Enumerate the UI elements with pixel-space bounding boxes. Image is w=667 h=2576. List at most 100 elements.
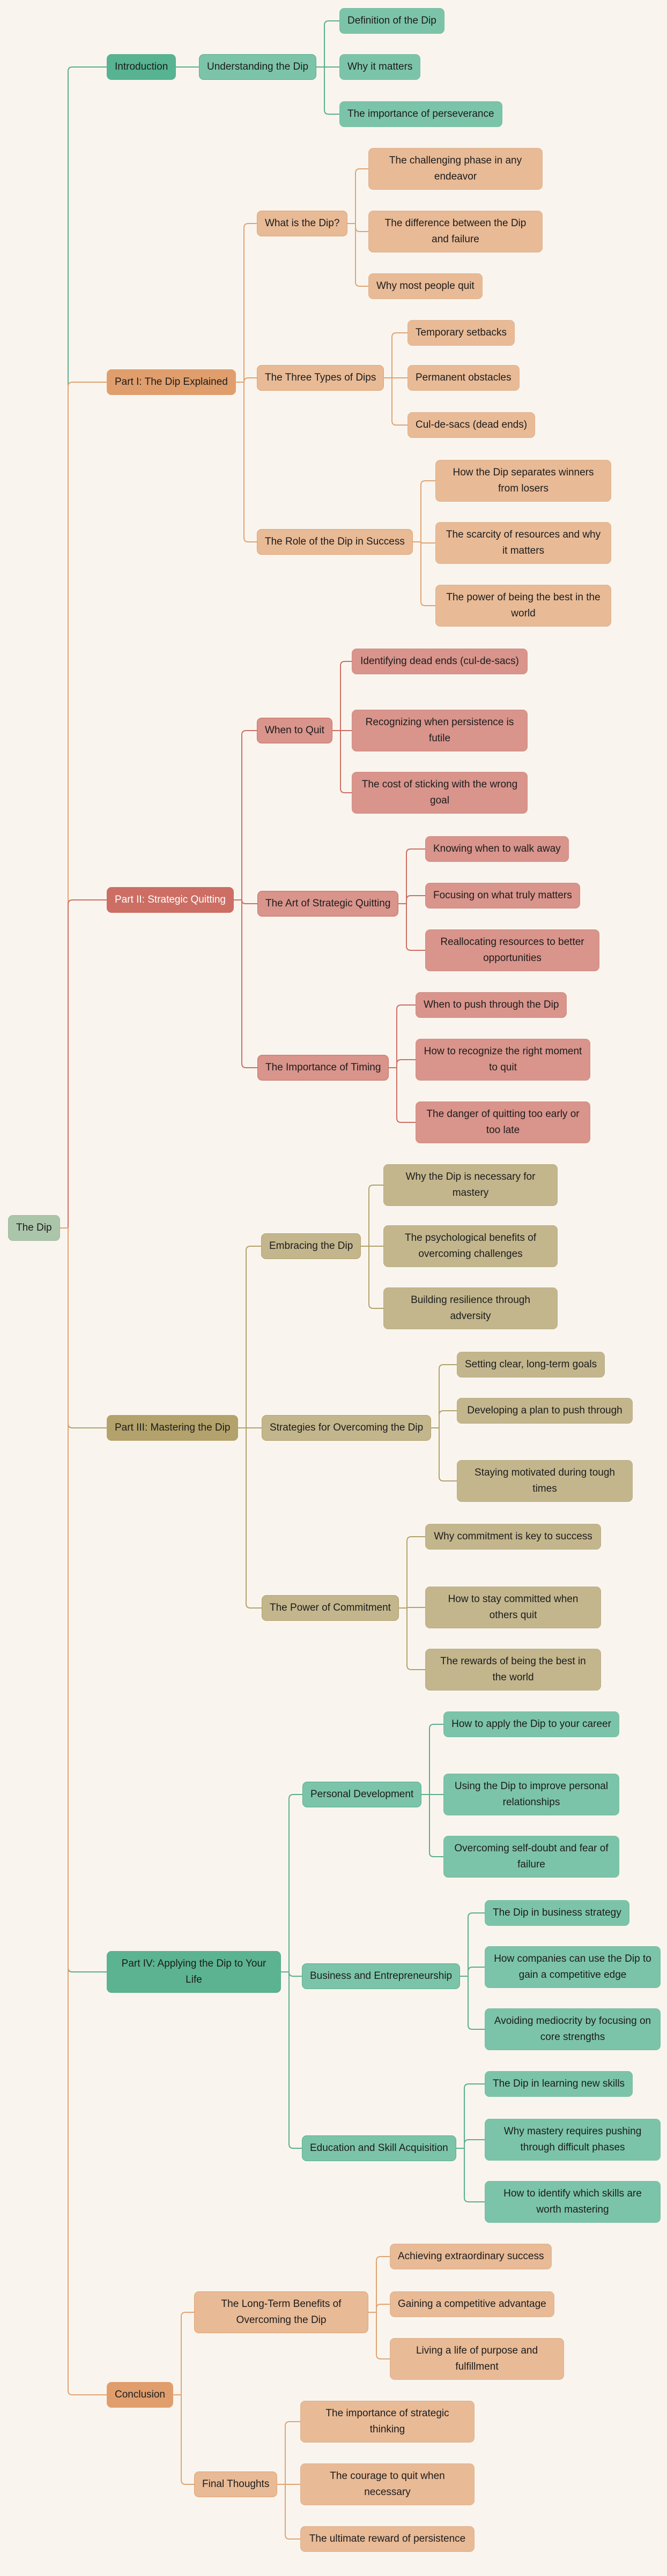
connector-line xyxy=(347,168,368,224)
connector-line xyxy=(431,1364,457,1428)
connector-line xyxy=(281,1971,302,2149)
node-understanding-the-dip[interactable]: Understanding the Dip xyxy=(199,54,317,80)
node-the-power-of-being-the-best-in-the-world[interactable]: The power of being the best in the world xyxy=(435,585,611,627)
node-why-the-dip-is-necessary-for-mastery[interactable]: Why the Dip is necessary for mastery xyxy=(383,1164,558,1206)
node-developing-a-plan-to-push-through[interactable]: Developing a plan to push through xyxy=(457,1398,633,1424)
node-setting-clear-long-term-goals[interactable]: Setting clear, long-term goals xyxy=(457,1352,605,1378)
node-identifying-dead-ends-cul-de-sacs[interactable]: Identifying dead ends (cul-de-sacs) xyxy=(352,649,528,674)
node-the-three-types-of-dips[interactable]: The Three Types of Dips xyxy=(257,365,384,391)
node-permanent-obstacles[interactable]: Permanent obstacles xyxy=(407,365,520,391)
node-the-dip-in-business-strategy[interactable]: The Dip in business strategy xyxy=(485,1900,629,1926)
node-the-scarcity-of-resources-and-why-it-matters[interactable]: The scarcity of resources and why it mat… xyxy=(435,522,611,564)
node-what-is-the-dip[interactable]: What is the Dip? xyxy=(257,211,348,236)
node-final-thoughts[interactable]: Final Thoughts xyxy=(194,2471,278,2497)
connector-line xyxy=(60,1227,107,1972)
connector-line xyxy=(398,903,425,951)
connector-line xyxy=(347,223,368,232)
node-the-cost-of-sticking-with-the-wrong-goal[interactable]: The cost of sticking with the wrong goal xyxy=(352,772,528,814)
node-the-psychological-benefits-of-overcoming-challenges[interactable]: The psychological benefits of overcoming… xyxy=(383,1225,558,1267)
node-when-to-push-through-the-dip[interactable]: When to push through the Dip xyxy=(416,992,567,1018)
connector-line xyxy=(60,899,107,1229)
connector-line xyxy=(389,1067,416,1123)
node-part-ii-strategic-quitting[interactable]: Part II: Strategic Quitting xyxy=(107,887,234,913)
node-staying-motivated-during-tough-times[interactable]: Staying motivated during tough times xyxy=(457,1460,633,1502)
connector-line xyxy=(236,382,257,542)
node-overcoming-self-doubt-and-fear-of-failure[interactable]: Overcoming self-doubt and fear of failur… xyxy=(443,1836,619,1878)
node-strategies-for-overcoming-the-dip[interactable]: Strategies for Overcoming the Dip xyxy=(262,1415,432,1441)
connector-line xyxy=(316,66,339,115)
node-gaining-a-competitive-advantage[interactable]: Gaining a competitive advantage xyxy=(390,2291,554,2317)
connector-line xyxy=(384,332,407,378)
node-recognizing-when-persistence-is-futile[interactable]: Recognizing when persistence is futile xyxy=(352,710,528,751)
node-avoiding-mediocrity-by-focusing-on-core-strengths[interactable]: Avoiding mediocrity by focusing on core … xyxy=(485,2008,661,2050)
node-how-to-stay-committed-when-others-quit[interactable]: How to stay committed when others quit xyxy=(425,1587,601,1628)
connector-line xyxy=(347,223,368,287)
node-why-most-people-quit[interactable]: Why most people quit xyxy=(368,273,483,299)
node-the-role-of-the-dip-in-success[interactable]: The Role of the Dip in Success xyxy=(257,529,413,555)
connector-line xyxy=(398,848,425,904)
node-focusing-on-what-truly-matters[interactable]: Focusing on what truly matters xyxy=(425,883,580,909)
node-reallocating-resources-to-better-opportunities[interactable]: Reallocating resources to better opportu… xyxy=(425,929,599,971)
node-why-it-matters[interactable]: Why it matters xyxy=(339,54,421,80)
node-education-and-skill-acquisition[interactable]: Education and Skill Acquisition xyxy=(302,2135,456,2161)
node-the-dip-in-learning-new-skills[interactable]: The Dip in learning new skills xyxy=(485,2071,633,2097)
node-the-long-term-benefits-of-overcoming-the-dip[interactable]: The Long-Term Benefits of Overcoming the… xyxy=(194,2291,368,2333)
node-part-i-the-dip-explained[interactable]: Part I: The Dip Explained xyxy=(107,369,236,395)
node-the-dip[interactable]: The Dip xyxy=(8,1215,60,1241)
connector-line xyxy=(281,1971,302,1977)
node-the-rewards-of-being-the-best-in-the-world[interactable]: The rewards of being the best in the wor… xyxy=(425,1649,601,1691)
node-the-power-of-commitment[interactable]: The Power of Commitment xyxy=(262,1595,399,1621)
connector-line xyxy=(399,1536,425,1609)
connector-line xyxy=(238,1427,262,1609)
connector-line xyxy=(236,223,257,383)
node-the-challenging-phase-in-any-endeavor[interactable]: The challenging phase in any endeavor xyxy=(368,148,543,190)
connector-line xyxy=(431,1410,457,1428)
node-part-iv-applying-the-dip-to-your-life[interactable]: Part IV: Applying the Dip to Your Life xyxy=(107,1951,281,1993)
node-the-danger-of-quitting-too-early-or-too-late[interactable]: The danger of quitting too early or too … xyxy=(416,1101,590,1143)
connector-line xyxy=(234,730,257,900)
node-definition-of-the-dip[interactable]: Definition of the Dip xyxy=(339,8,444,34)
node-embracing-the-dip[interactable]: Embracing the Dip xyxy=(261,1233,361,1259)
node-when-to-quit[interactable]: When to Quit xyxy=(257,718,332,743)
connector-line xyxy=(421,1794,443,1857)
node-the-importance-of-strategic-thinking[interactable]: The importance of strategic thinking xyxy=(300,2401,475,2443)
node-how-the-dip-separates-winners-from-losers[interactable]: How the Dip separates winners from loser… xyxy=(435,460,611,502)
connector-line xyxy=(361,1185,383,1247)
node-why-mastery-requires-pushing-through-difficult-phases[interactable]: Why mastery requires pushing through dif… xyxy=(485,2119,661,2161)
node-using-the-dip-to-improve-personal-relationships[interactable]: Using the Dip to improve personal relati… xyxy=(443,1774,619,1815)
connector-line xyxy=(234,899,257,1068)
node-the-art-of-strategic-quitting[interactable]: The Art of Strategic Quitting xyxy=(257,891,399,917)
connector-line xyxy=(361,1246,383,1309)
node-the-importance-of-timing[interactable]: The Importance of Timing xyxy=(257,1055,389,1081)
node-living-a-life-of-purpose-and-fulfillment[interactable]: Living a life of purpose and fulfillment xyxy=(390,2338,564,2380)
node-part-iii-mastering-the-dip[interactable]: Part III: Mastering the Dip xyxy=(107,1415,239,1441)
node-building-resilience-through-adversity[interactable]: Building resilience through adversity xyxy=(383,1287,558,1329)
connector-line xyxy=(368,2312,390,2359)
node-the-difference-between-the-dip-and-failure[interactable]: The difference between the Dip and failu… xyxy=(368,211,543,252)
node-the-courage-to-quit-when-necessary[interactable]: The courage to quit when necessary xyxy=(300,2463,475,2505)
node-conclusion[interactable]: Conclusion xyxy=(107,2382,173,2408)
node-personal-development[interactable]: Personal Development xyxy=(302,1782,422,1807)
node-cul-de-sacs-dead-ends[interactable]: Cul-de-sacs (dead ends) xyxy=(407,412,536,438)
connector-line xyxy=(421,1724,443,1795)
node-business-and-entrepreneurship[interactable]: Business and Entrepreneurship xyxy=(302,1963,461,1989)
node-introduction[interactable]: Introduction xyxy=(107,54,176,80)
node-temporary-setbacks[interactable]: Temporary setbacks xyxy=(407,320,515,346)
node-how-to-recognize-the-right-moment-to-quit[interactable]: How to recognize the right moment to qui… xyxy=(416,1039,590,1081)
connector-line xyxy=(368,2256,390,2313)
node-why-commitment-is-key-to-success[interactable]: Why commitment is key to success xyxy=(425,1524,601,1550)
node-how-to-identify-which-skills-are-worth-mastering[interactable]: How to identify which skills are worth m… xyxy=(485,2181,661,2223)
node-the-ultimate-reward-of-persistence[interactable]: The ultimate reward of persistence xyxy=(300,2526,475,2552)
connector-line xyxy=(460,1976,485,2030)
node-how-companies-can-use-the-dip-to-gain-a-competitive-edge[interactable]: How companies can use the Dip to gain a … xyxy=(485,1946,661,1988)
connector-line xyxy=(316,20,339,68)
connector-line xyxy=(281,1794,302,1972)
node-knowing-when-to-walk-away[interactable]: Knowing when to walk away xyxy=(425,836,569,862)
connector-line xyxy=(60,1227,107,1428)
node-how-to-apply-the-dip-to-your-career[interactable]: How to apply the Dip to your career xyxy=(443,1711,619,1737)
connector-line xyxy=(460,1912,485,1977)
node-the-importance-of-perseverance[interactable]: The importance of perseverance xyxy=(339,101,502,127)
node-achieving-extraordinary-success[interactable]: Achieving extraordinary success xyxy=(390,2244,552,2269)
